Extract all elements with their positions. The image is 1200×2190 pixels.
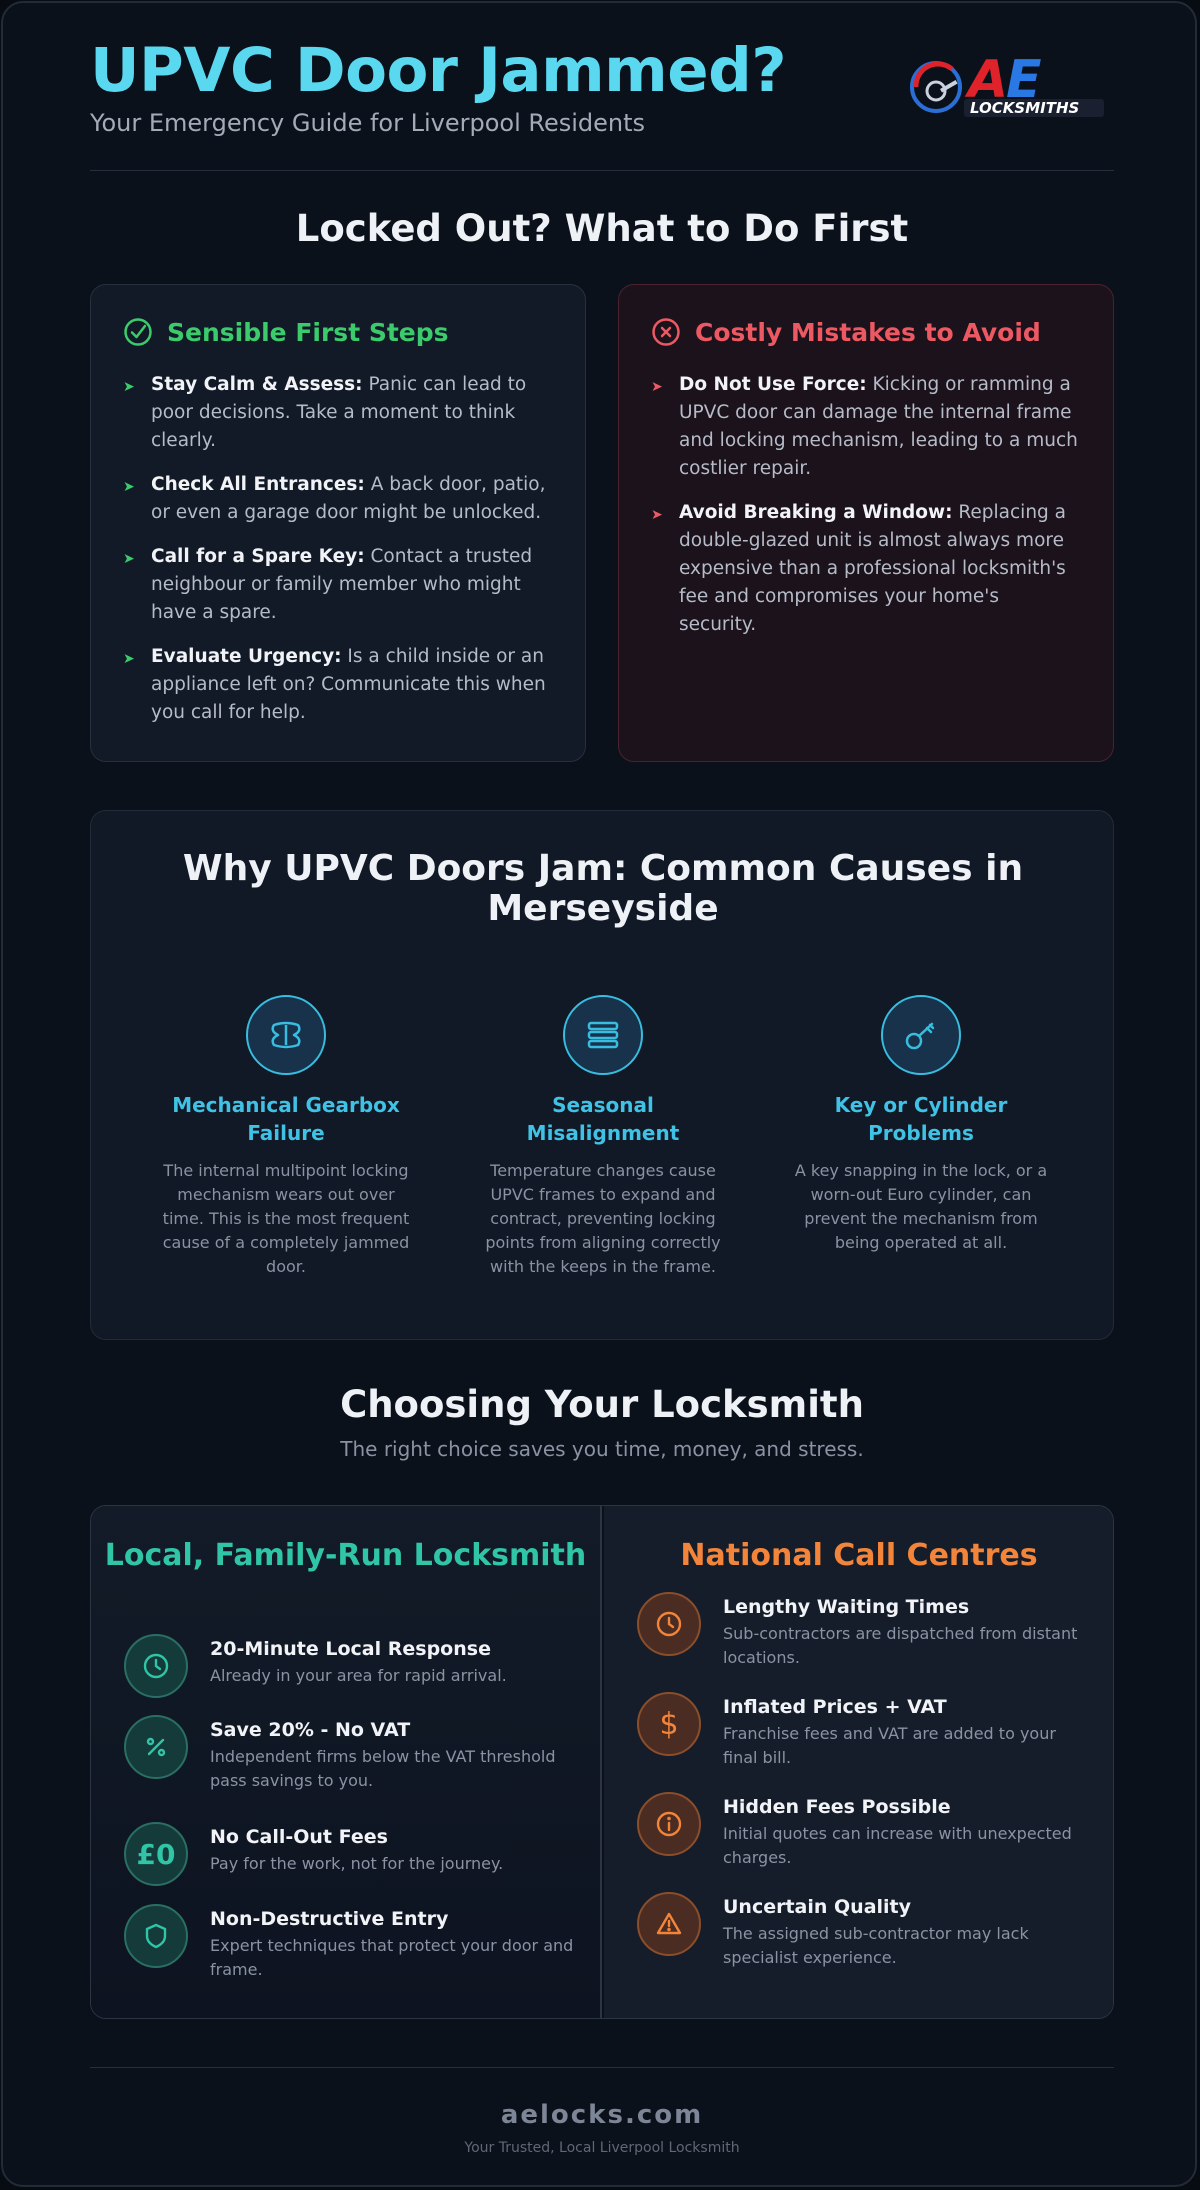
- arrow-icon: ➤: [123, 479, 135, 495]
- cause-text: Temperature changes cause UPVC frames to…: [485, 1161, 721, 1276]
- arrow-icon: ➤: [123, 651, 135, 667]
- comparison-table: Local, Family-Run Locksmith 20-Minute Lo…: [90, 1505, 1114, 2019]
- list-item: ➤Evaluate Urgency: Is a child inside or …: [123, 643, 553, 727]
- gearbox-icon: [246, 995, 326, 1075]
- info-icon: [637, 1792, 701, 1856]
- x-circle-icon: [652, 318, 680, 346]
- svg-text:LOCKSMITHS: LOCKSMITHS: [970, 99, 1079, 117]
- local-heading: Local, Family-Run Locksmith: [104, 1538, 587, 1573]
- cause-item: Seasonal Misalignment Temperature change…: [473, 995, 733, 1279]
- page-title: UPVC Door Jammed?: [90, 35, 787, 106]
- cause-title: Mechanical Gearbox Failure: [172, 1093, 400, 1145]
- ae-locksmiths-logo: A E LOCKSMITHS: [910, 50, 1104, 117]
- clock-icon: [637, 1592, 701, 1656]
- header: UPVC Door Jammed? Your Emergency Guide f…: [90, 3, 1114, 171]
- footer: aelocks.com Your Trusted, Local Liverpoo…: [90, 2067, 1114, 2156]
- mistakes-heading: Costly Mistakes to Avoid: [695, 317, 1041, 347]
- page-subtitle: Your Emergency Guide for Liverpool Resid…: [90, 109, 646, 137]
- first-steps-section: Locked Out? What to Do First Sensible Fi…: [90, 3, 1114, 1340]
- local-column: Local, Family-Run Locksmith 20-Minute Lo…: [91, 1506, 602, 2018]
- key-icon: [881, 995, 961, 1075]
- footer-site-link[interactable]: aelocks.com: [500, 2100, 704, 2130]
- choosing-subtitle: The right choice saves you time, money, …: [340, 1437, 864, 1461]
- national-heading: National Call Centres: [680, 1538, 1038, 1573]
- cause-title: Key or Cylinder Problems: [834, 1093, 1008, 1145]
- choosing-title: Choosing Your Locksmith: [340, 1383, 864, 1426]
- sensible-steps-heading: Sensible First Steps: [167, 317, 449, 347]
- cause-title: Seasonal Misalignment: [526, 1093, 680, 1145]
- list-item: ➤Check All Entrances: A back door, patio…: [123, 471, 553, 527]
- cause-item: Key or Cylinder Problems A key snapping …: [791, 995, 1051, 1255]
- first-steps-title: Locked Out? What to Do First: [295, 207, 909, 250]
- frame-icon: [563, 995, 643, 1075]
- list-item: ➤Call for a Spare Key: Contact a trusted…: [123, 543, 553, 627]
- check-circle-icon: [124, 318, 152, 346]
- footer-tagline: Your Trusted, Local Liverpool Locksmith: [464, 2140, 740, 2156]
- list-item: ➤Stay Calm & Assess: Panic can lead to p…: [123, 371, 553, 455]
- sensible-steps-card: Sensible First Steps ➤Stay Calm & Assess…: [90, 284, 586, 762]
- cause-text: The internal multipoint locking mechanis…: [162, 1161, 410, 1276]
- causes-title: Why UPVC Doors Jam: Common Causes in Mer…: [182, 848, 1024, 929]
- warning-icon: [637, 1892, 701, 1956]
- list-item: ➤Avoid Breaking a Window: Replacing a do…: [651, 499, 1081, 639]
- list-item: ➤Do Not Use Force: Kicking or ramming a …: [651, 371, 1081, 483]
- mistakes-card: Costly Mistakes to Avoid ➤Do Not Use For…: [618, 284, 1114, 762]
- clock-icon: [124, 1634, 188, 1698]
- arrow-icon: ➤: [651, 379, 663, 395]
- arrow-icon: ➤: [123, 551, 135, 567]
- national-column: National Call Centres Lengthy Waiting Ti…: [604, 1506, 1113, 2018]
- cause-text: A key snapping in the lock, or a worn-ou…: [794, 1161, 1048, 1252]
- causes-panel: Why UPVC Doors Jam: Common Causes in Mer…: [90, 810, 1114, 1340]
- shield-icon: [124, 1904, 188, 1968]
- arrow-icon: ➤: [651, 507, 663, 523]
- percent-icon: [124, 1715, 188, 1779]
- cause-item: Mechanical Gearbox Failure The internal …: [156, 995, 416, 1279]
- arrow-icon: ➤: [123, 379, 135, 395]
- dollar-icon: $: [637, 1692, 701, 1756]
- pound-icon: £0: [124, 1822, 188, 1886]
